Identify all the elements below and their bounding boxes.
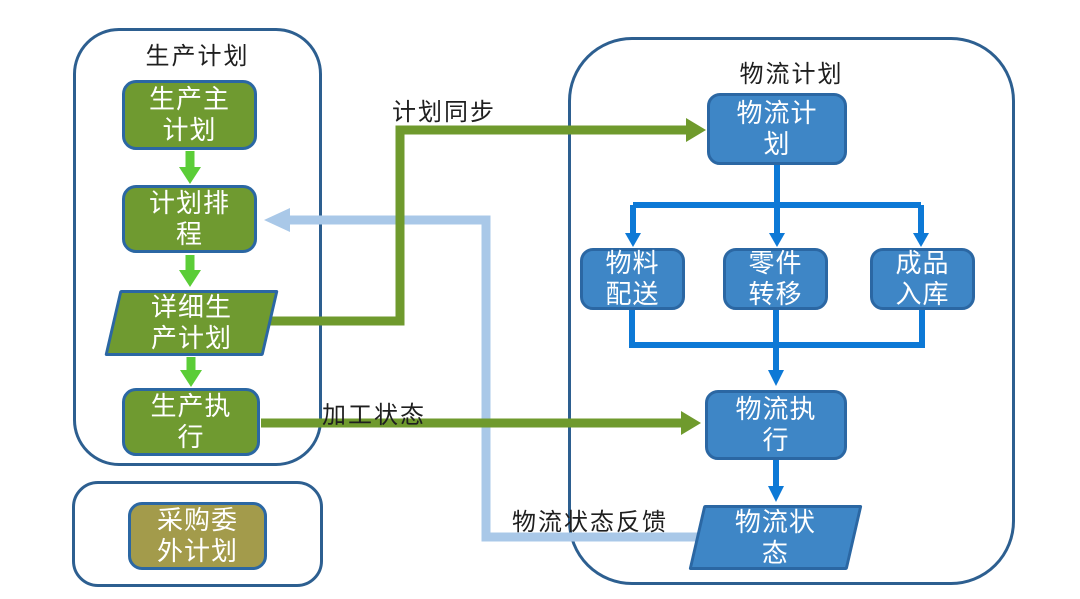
- edge-master-to-scheduling: [179, 151, 201, 184]
- node-logistics-status-label: 物流状 态: [734, 507, 816, 568]
- arrowhead-down-icon: [179, 167, 201, 184]
- node-master-production-plan: 生产主 计划: [122, 80, 257, 150]
- edge-branches-merge-to-logistics-execution: [629, 310, 925, 386]
- node-logistics-execution: 物流执 行: [705, 390, 847, 460]
- edge-plan-sync-arrow: [262, 118, 706, 326]
- node-detailed-production-plan-label: 详细生 产计划: [150, 293, 232, 353]
- edge-label-logistics-status-feedback: 物流状态反馈: [512, 510, 668, 536]
- edge-label-process-status: 加工状态: [322, 403, 426, 429]
- edge-logistics-plan-branches: [625, 165, 929, 247]
- node-finished-goods-storage: 成品 入库: [870, 248, 975, 310]
- node-material-delivery: 物料 配送: [580, 248, 685, 310]
- edge-process-status-arrow: [261, 411, 701, 435]
- arrowhead-down-icon: [180, 370, 202, 387]
- node-production-execution: 生产执 行: [122, 388, 260, 456]
- node-plan-scheduling: 计划排 程: [122, 185, 257, 253]
- arrowhead-right-icon: [686, 118, 706, 142]
- production-plan-title: 生产计划: [145, 44, 250, 70]
- edge-logistics-execution-to-status: [768, 460, 784, 502]
- arrowhead-down-icon: [768, 486, 784, 502]
- arrowhead-down-icon: [625, 233, 641, 247]
- edge-logistics-status-feedback-arrow: [264, 208, 700, 542]
- node-logistics-plan: 物流计 划: [707, 93, 847, 165]
- edge-scheduling-to-detailed: [179, 255, 201, 287]
- node-part-transfer: 零件 转移: [723, 248, 828, 310]
- node-procurement-outsourcing-plan: 采购委 外计划: [128, 502, 267, 570]
- arrowhead-down-icon: [913, 233, 929, 247]
- edge-label-plan-sync: 计划同步: [392, 100, 496, 126]
- node-detailed-production-plan: 详细生 产计划: [104, 290, 279, 356]
- logistics-plan-title: 物流计划: [739, 62, 844, 88]
- edge-detailed-to-execution: [180, 357, 202, 387]
- arrowhead-down-icon: [179, 270, 201, 287]
- arrowhead-right-icon: [681, 411, 701, 435]
- arrowhead-left-icon: [264, 208, 290, 232]
- arrowhead-down-icon: [768, 370, 784, 386]
- node-logistics-status: 物流状 态: [688, 505, 863, 570]
- arrowhead-down-icon: [769, 233, 785, 247]
